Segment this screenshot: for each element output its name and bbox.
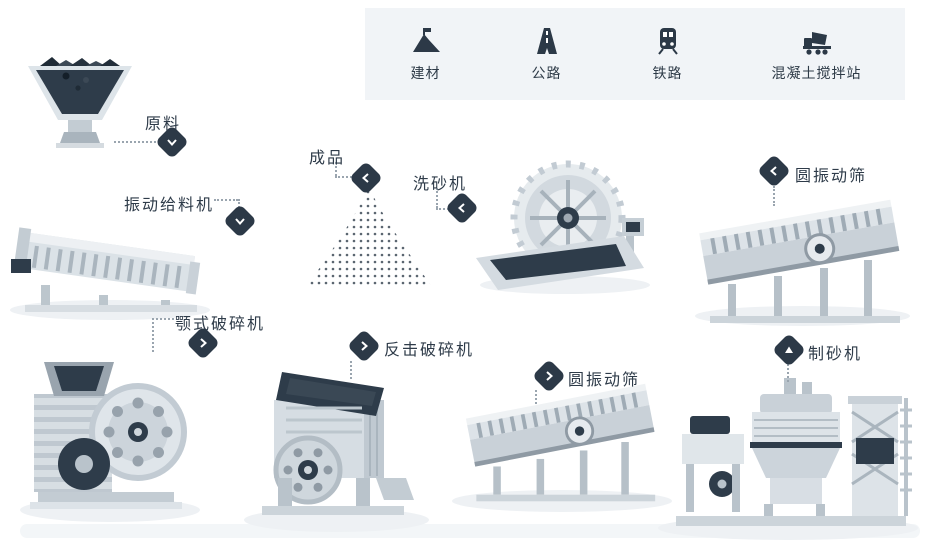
sand-making-machine-illustration (664, 368, 914, 533)
connector-line (114, 141, 160, 143)
flow-arrow-down-badge (155, 125, 189, 159)
circular-vibrating-screen-upper-illustration (692, 192, 910, 328)
chevron-right-icon (546, 371, 554, 381)
connector-line (152, 318, 174, 320)
connector-line (152, 318, 154, 352)
chevron-down-icon (167, 139, 177, 147)
connector-line (436, 188, 438, 208)
raw-material-hopper-illustration (26, 56, 134, 156)
legend-label: 混凝土搅拌站 (771, 64, 862, 81)
jaw-crusher-illustration (26, 350, 191, 515)
connector-line (214, 199, 238, 201)
impact-crusher-illustration (246, 350, 416, 522)
triangle-up-icon (785, 346, 793, 353)
vibrating-feeder-illustration (5, 205, 210, 315)
legend-label: 公路 (531, 64, 562, 81)
chevron-left-icon (769, 166, 777, 176)
legend-item-highway: 公路 (530, 26, 564, 83)
legend-label: 铁路 (652, 64, 683, 81)
legend-label: 建材 (410, 64, 441, 81)
circular-vibrating-screen-lower-illustration (456, 378, 668, 506)
flow-arrow-right-badge (347, 329, 381, 363)
connector-line (436, 208, 452, 210)
label-finished-product: 成品 (309, 150, 346, 167)
connector-line (350, 361, 352, 379)
flow-arrow-down-badge (223, 204, 257, 238)
concrete-mixing-plant-icon (802, 31, 831, 55)
label-sand-making-machine: 制砂机 (808, 346, 863, 363)
finished-product-pile-illustration (303, 183, 435, 289)
connector-line (535, 390, 537, 404)
flow-arrow-left-badge (757, 154, 791, 188)
label-jaw-crusher: 颚式破碎机 (175, 316, 266, 333)
highway-icon (536, 27, 557, 54)
flow-arrow-right-badge (186, 326, 220, 360)
chevron-right-icon (361, 341, 369, 351)
label-sand-washer: 洗砂机 (413, 176, 468, 193)
label-circular-vibrating-screen-lower: 圆振动筛 (568, 372, 641, 389)
connector-line (335, 176, 355, 178)
legend-item-building-materials: 建材 (409, 26, 443, 83)
building-materials-icon (412, 27, 440, 52)
sand-washer-illustration (476, 160, 648, 292)
connector-line (787, 364, 789, 382)
flow-arrow-left-badge (445, 191, 479, 225)
label-circular-vibrating-screen-upper: 圆振动筛 (795, 168, 868, 185)
flow-arrow-up-badge (772, 333, 806, 367)
label-impact-crusher: 反击破碎机 (384, 342, 475, 359)
chevron-right-icon (200, 338, 208, 348)
connector-line (335, 162, 337, 176)
connector-line (238, 199, 240, 211)
label-vibrating-feeder: 振动给料机 (124, 197, 215, 214)
legend-item-concrete-plant: 混凝土搅拌站 (772, 26, 862, 83)
legend-item-railway: 铁路 (651, 26, 685, 83)
application-legend: 建材 公路 铁路 (365, 8, 905, 100)
flow-arrow-left-badge (349, 161, 383, 195)
connector-line (773, 186, 775, 206)
flow-arrow-right-badge (532, 359, 566, 393)
chevron-left-icon (361, 173, 369, 183)
chevron-down-icon (235, 218, 245, 226)
railway-icon (657, 27, 678, 55)
chevron-left-icon (457, 203, 465, 213)
